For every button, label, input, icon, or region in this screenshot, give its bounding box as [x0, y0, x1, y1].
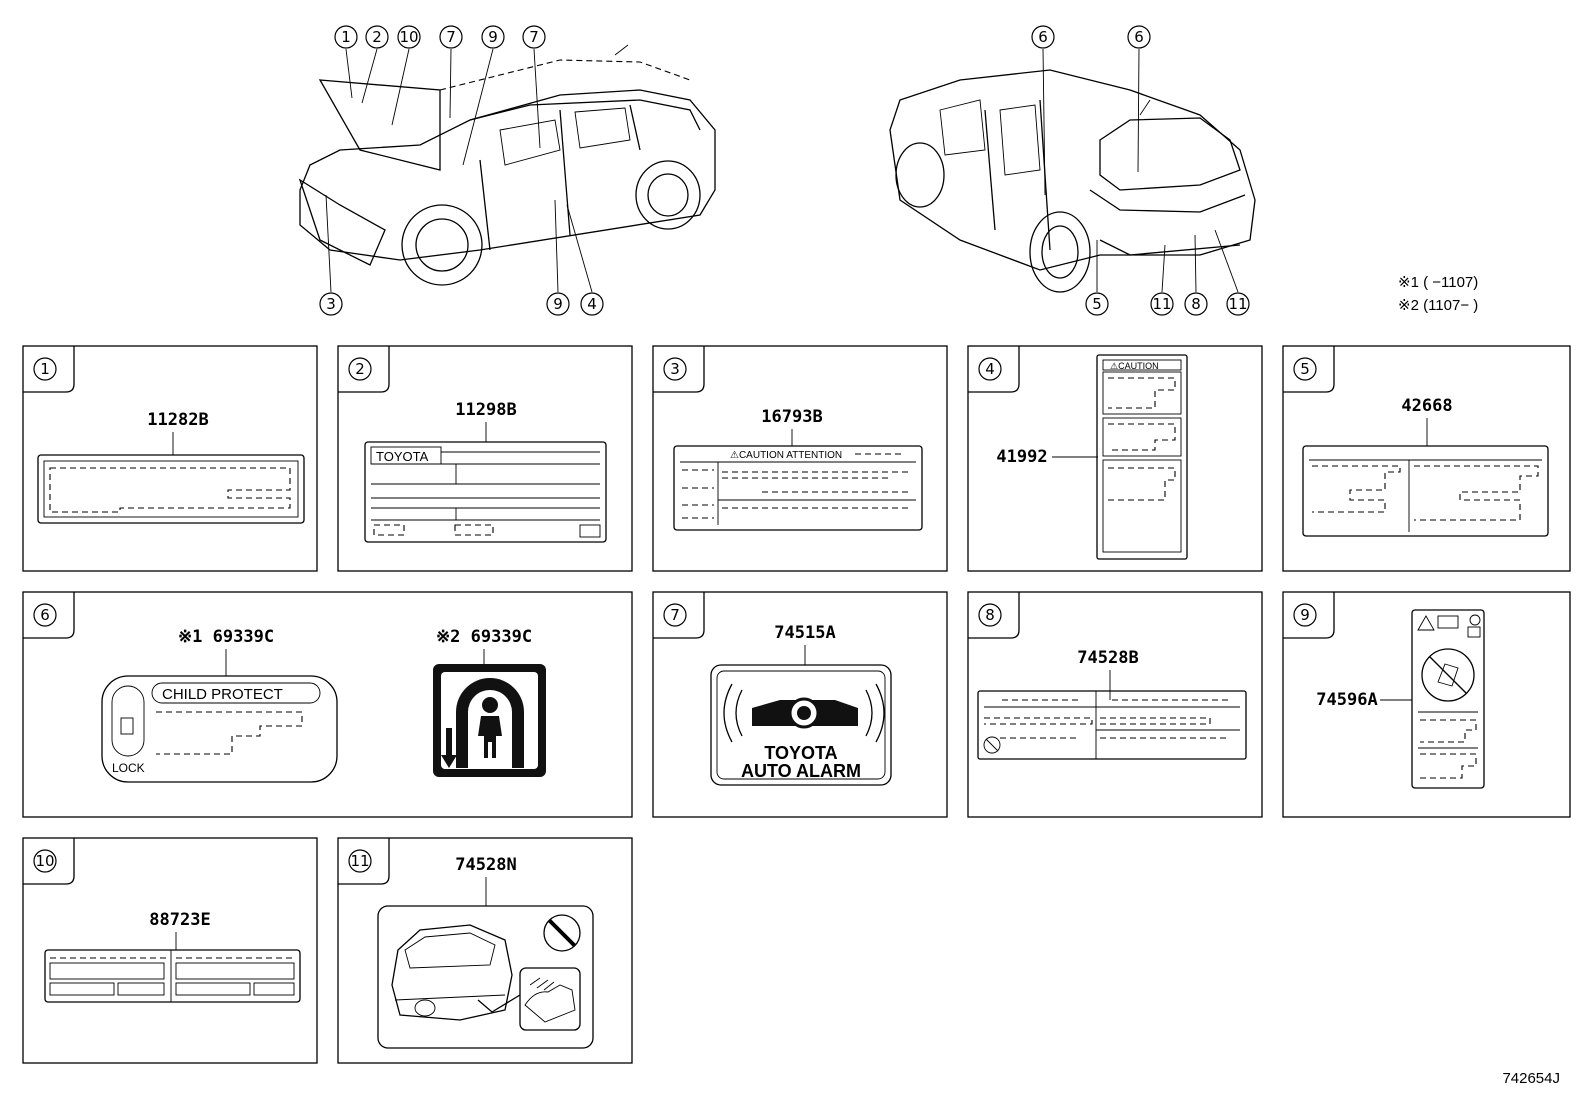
svg-text:3: 3 [670, 360, 680, 378]
svg-text:3: 3 [326, 295, 336, 313]
part-number: 88723E [149, 910, 210, 930]
callout-7b: 7 [522, 25, 546, 149]
panel-number: 1 [40, 360, 50, 378]
callout-6a: 6 [1031, 25, 1055, 196]
svg-text:⚠CAUTION: ⚠CAUTION [1110, 361, 1159, 371]
part-number: 74596A [1316, 690, 1377, 710]
callout-7a: 7 [439, 25, 463, 119]
label-child-protect: CHILD PROTECT LOCK [101, 675, 338, 783]
panel-2: 2 11298B TOYOTA [337, 345, 633, 572]
rear-callouts: 6 6 5 11 8 11 [1031, 25, 1250, 316]
svg-text:1: 1 [341, 28, 351, 46]
svg-text:7: 7 [446, 28, 456, 46]
svg-text:CHILD PROTECT: CHILD PROTECT [162, 686, 283, 703]
panel-10: 10 88723E [22, 837, 318, 1064]
callout-3: 3 [319, 194, 343, 316]
panel-1: 1 11282B [22, 345, 318, 572]
svg-text:4: 4 [587, 295, 597, 313]
callout-11b: 11 [1214, 229, 1250, 316]
part-number-b: ※2 69339C [436, 627, 532, 647]
svg-text:8: 8 [1191, 295, 1201, 313]
rear-vehicle-illustration [889, 69, 1256, 293]
note-1: ※1 ( −1107) [1398, 274, 1478, 291]
svg-text:7: 7 [670, 606, 680, 624]
svg-text:2: 2 [355, 360, 365, 378]
label-41992: ⚠CAUTION [1096, 354, 1188, 560]
callout-6b: 6 [1127, 25, 1151, 173]
label-74528N [377, 905, 594, 1049]
label-child-lock-pictogram [433, 664, 546, 777]
callout-8: 8 [1184, 234, 1208, 316]
callout-2: 2 [361, 25, 389, 104]
label-74596A [1411, 609, 1485, 789]
label-42668 [1302, 445, 1549, 537]
part-number: 11282B [147, 410, 208, 430]
svg-text:LOCK: LOCK [112, 761, 145, 775]
panel-3: 3 16793B ⚠CAUTION ATTENTION [652, 345, 948, 572]
svg-text:11: 11 [1228, 295, 1247, 313]
callout-5: 5 [1085, 240, 1109, 316]
part-number: 42668 [1401, 396, 1452, 416]
label-16793B: ⚠CAUTION ATTENTION [673, 445, 923, 531]
label-74528B [977, 690, 1247, 760]
svg-text:⚠CAUTION ATTENTION: ⚠CAUTION ATTENTION [730, 450, 842, 461]
svg-text:6: 6 [40, 606, 50, 624]
callout-4: 4 [566, 204, 604, 316]
svg-text:5: 5 [1092, 295, 1102, 313]
svg-text:11: 11 [1152, 295, 1171, 313]
part-number: 41992 [996, 447, 1047, 467]
svg-text:9: 9 [488, 28, 498, 46]
svg-text:9: 9 [1300, 606, 1310, 624]
label-toyota-auto-alarm: TOYOTA AUTO ALARM [710, 664, 892, 786]
svg-text:AUTO ALARM: AUTO ALARM [741, 761, 861, 781]
panel-6: 6 ※1 69339C ※2 69339C CHILD PROTECT LOCK [22, 591, 633, 818]
svg-text:TOYOTA: TOYOTA [376, 449, 429, 464]
panel-7: 7 74515A TOYOTA AUTO ALARM [652, 591, 948, 818]
part-number-a: ※1 69339C [178, 627, 274, 647]
panel-8: 8 74528B [967, 591, 1263, 818]
svg-text:2: 2 [372, 28, 382, 46]
panel-4: 4 41992 ⚠CAUTION [967, 345, 1263, 572]
drawing-id: 742654J [1502, 1070, 1560, 1087]
note-2: ※2 (1107− ) [1398, 297, 1478, 314]
svg-text:10: 10 [35, 852, 54, 870]
front-vehicle-illustration [298, 44, 716, 286]
svg-text:10: 10 [399, 28, 418, 46]
part-number: 16793B [761, 407, 822, 427]
svg-text:5: 5 [1300, 360, 1310, 378]
part-number: 74528B [1077, 648, 1138, 668]
svg-text:8: 8 [985, 606, 995, 624]
part-number: 74515A [774, 623, 835, 643]
svg-text:6: 6 [1038, 28, 1048, 46]
front-callouts: 1 2 10 7 9 7 3 [319, 25, 604, 316]
panel-5: 5 42668 [1282, 345, 1571, 572]
callout-9a: 9 [462, 25, 505, 166]
svg-text:7: 7 [529, 28, 539, 46]
part-number: 74528N [455, 855, 516, 875]
callout-10: 10 [391, 25, 421, 126]
callout-9b: 9 [546, 199, 570, 316]
svg-text:TOYOTA: TOYOTA [764, 743, 837, 763]
panel-11: 11 74528N [337, 837, 633, 1064]
label-11282B [37, 454, 305, 524]
part-number: 11298B [455, 400, 516, 420]
callout-11a: 11 [1150, 244, 1174, 316]
callout-1: 1 [334, 25, 358, 99]
label-11298B: TOYOTA [364, 441, 607, 543]
label-88723E [44, 949, 301, 1003]
panel-9: 9 74596A [1282, 591, 1571, 818]
svg-text:6: 6 [1134, 28, 1144, 46]
svg-text:9: 9 [553, 295, 563, 313]
svg-text:4: 4 [985, 360, 995, 378]
svg-text:11: 11 [350, 852, 369, 870]
